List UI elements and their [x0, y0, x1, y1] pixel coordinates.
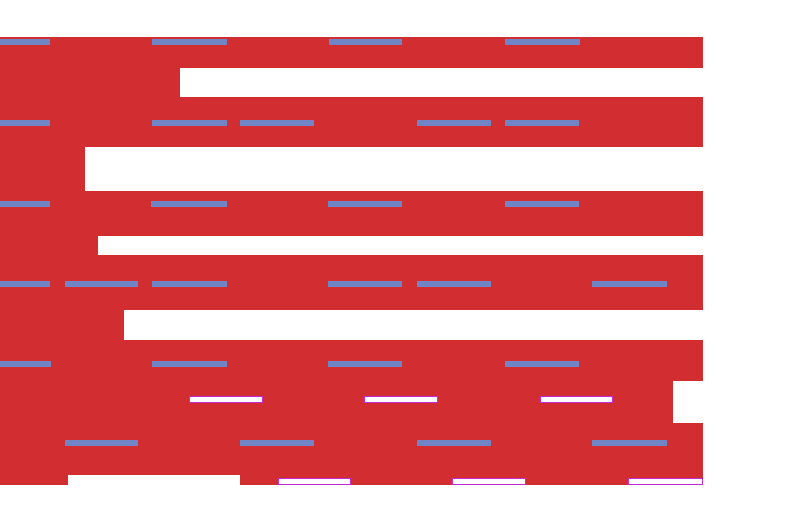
redacted-text-block: [0, 236, 98, 255]
link-underline[interactable]: [328, 281, 402, 287]
visited-link-underline[interactable]: [452, 478, 526, 485]
link-underline[interactable]: [592, 281, 667, 287]
link-underline[interactable]: [329, 39, 402, 45]
link-underline[interactable]: [240, 120, 314, 126]
link-underline[interactable]: [505, 120, 579, 126]
link-underline[interactable]: [417, 120, 491, 126]
link-underline[interactable]: [0, 201, 50, 207]
link-underline[interactable]: [152, 120, 227, 126]
visited-link-underline[interactable]: [364, 396, 438, 403]
redacted-text-block: [0, 68, 180, 97]
link-underline[interactable]: [152, 281, 227, 287]
paragraph-break: [673, 381, 703, 423]
redacted-text-block: [0, 310, 124, 340]
link-underline[interactable]: [151, 201, 227, 207]
visited-link-underline[interactable]: [189, 396, 263, 403]
link-underline[interactable]: [417, 281, 491, 287]
link-underline[interactable]: [328, 361, 402, 367]
link-underline[interactable]: [417, 440, 491, 446]
link-underline[interactable]: [152, 361, 227, 367]
redacted-text-block: [0, 191, 703, 236]
link-underline[interactable]: [505, 361, 579, 367]
link-underline[interactable]: [0, 281, 50, 287]
visited-link-underline[interactable]: [278, 478, 351, 485]
link-underline[interactable]: [65, 281, 138, 287]
link-underline[interactable]: [0, 361, 51, 367]
link-underline[interactable]: [505, 201, 579, 207]
link-underline[interactable]: [65, 440, 138, 446]
redacted-text-block: [0, 147, 85, 191]
redacted-text-block: [0, 97, 703, 147]
visited-link-underline[interactable]: [540, 396, 613, 403]
link-underline[interactable]: [592, 440, 667, 446]
link-underline[interactable]: [240, 440, 314, 446]
link-underline[interactable]: [0, 39, 50, 45]
link-underline[interactable]: [0, 120, 50, 126]
link-underline[interactable]: [505, 39, 580, 45]
paragraph-break: [68, 475, 240, 485]
link-underline[interactable]: [152, 39, 227, 45]
link-underline[interactable]: [328, 201, 402, 207]
visited-link-underline[interactable]: [628, 478, 703, 485]
